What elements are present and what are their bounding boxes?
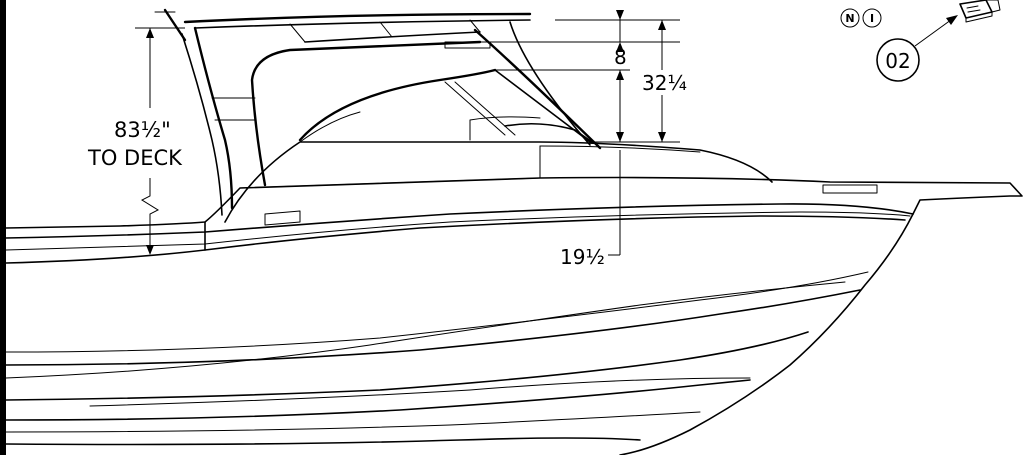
- badge-n-label: N: [845, 12, 854, 25]
- part-callout: N I 02: [840, 0, 1001, 82]
- frame-left-bar: [0, 0, 6, 455]
- overall-height-ref-label: TO DECK: [87, 146, 183, 170]
- part-number-circle: [876, 38, 920, 82]
- windshield-height-label: 32¼: [642, 71, 687, 95]
- part-number-label: 02: [885, 49, 910, 73]
- arch-drop-label: 8: [614, 45, 627, 69]
- cabin: [224, 111, 773, 223]
- switch-panel-icon: [959, 0, 1001, 23]
- dash-height-label: 19½: [560, 245, 605, 269]
- hardtop-arch: [154, 8, 602, 216]
- hull: [5, 176, 1023, 455]
- overall-height-label: 83½": [114, 118, 171, 142]
- dimension-lines: [135, 10, 680, 256]
- windshield-frame: [298, 68, 593, 143]
- badge-n-circle: [840, 8, 860, 28]
- badge-i-circle: [862, 8, 882, 28]
- badge-i-label: I: [870, 12, 874, 25]
